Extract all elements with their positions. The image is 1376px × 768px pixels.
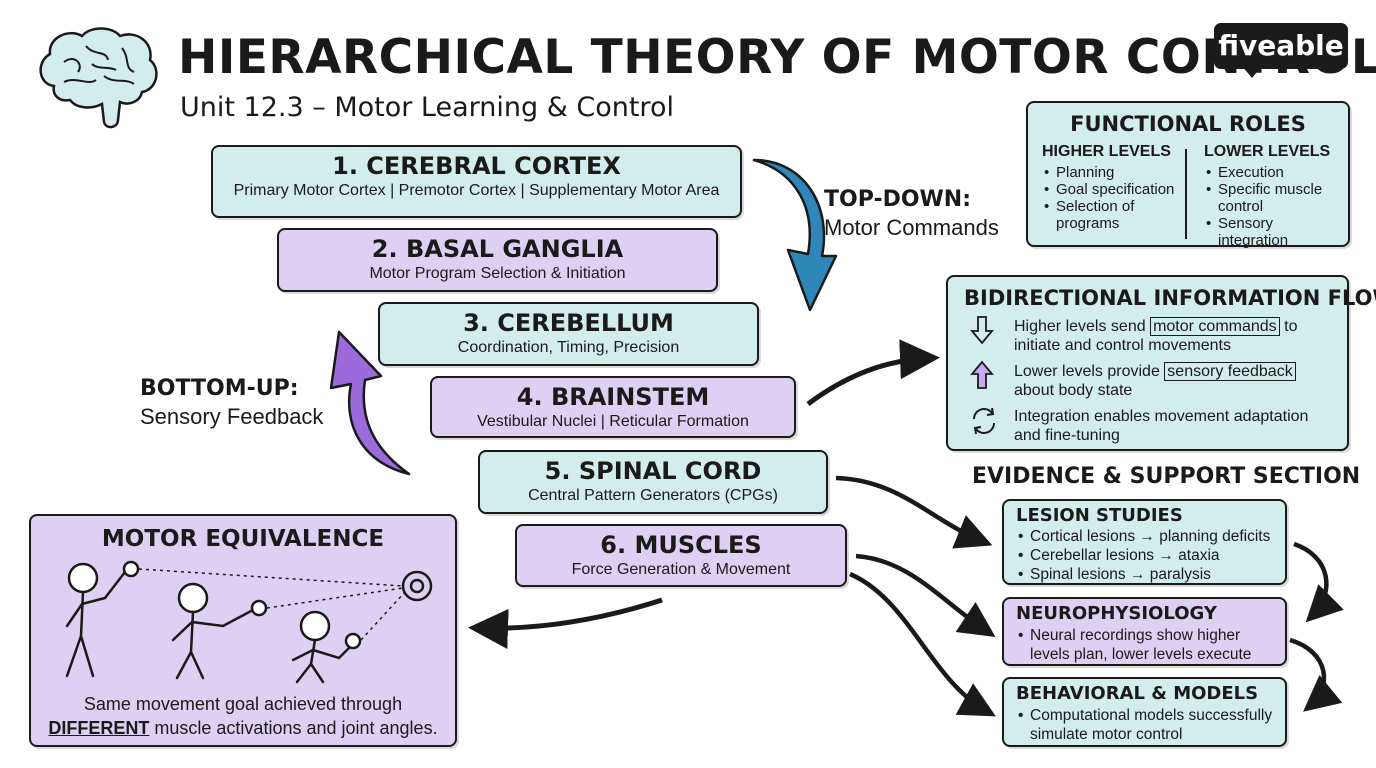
functional-roles-panel: FUNCTIONAL ROLES HIGHER LEVELS Planning … [1026, 101, 1350, 249]
level-brainstem: 4. BRAINSTEM Vestibular Nuclei | Reticul… [430, 376, 796, 438]
list-item: Computational models successfully simula… [1018, 706, 1292, 744]
level-title: 6. MUSCLES [600, 531, 762, 559]
level-title: 5. SPINAL CORD [544, 457, 762, 485]
higher-levels-title: HIGHER LEVELS [1042, 143, 1171, 160]
level-spinal-cord: 5. SPINAL CORD Central Pattern Generator… [478, 450, 828, 514]
level-title: 3. CEREBELLUM [463, 309, 674, 337]
caption-line: Same movement goal achieved through [83, 694, 403, 714]
list-item: Selection of programs [1044, 198, 1166, 232]
list-item: Execution [1206, 164, 1344, 181]
level-subtitle: Motor Program Selection & Initiation [369, 265, 626, 282]
evidence-title: EVIDENCE & SUPPORT SECTION [972, 464, 1361, 489]
page-subtitle: Unit 12.3 – Motor Learning & Control [180, 92, 674, 123]
up-arrow-icon [970, 360, 994, 389]
top-down-title: TOP-DOWN: [824, 187, 972, 212]
level-subtitle: Primary Motor Cortex | Premotor Cortex |… [233, 182, 720, 199]
logo-speech-tail [1242, 66, 1262, 78]
level-subtitle: Coordination, Timing, Precision [457, 339, 680, 356]
bottom-up-label: BOTTOM-UP: Sensory Feedback [140, 374, 323, 431]
evidence-box-lesion: LESION STUDIES Cortical lesions → planni… [1002, 499, 1287, 585]
list-item: Neural recordings show higher levels pla… [1018, 626, 1270, 664]
level-subtitle: Central Pattern Generators (CPGs) [528, 487, 778, 504]
bottom-up-title: BOTTOM-UP: [140, 376, 299, 401]
top-down-arrow-icon [752, 158, 838, 312]
list-item: Spinal lesions → paralysis [1018, 565, 1298, 584]
info-flow-title: BIDIRECTIONAL INFORMATION FLOW [964, 286, 1376, 310]
row-text: about body state [1014, 382, 1133, 399]
column-divider [1185, 149, 1187, 239]
highlight-term: motor commands [1150, 317, 1280, 336]
motor-equivalence-title: MOTOR EQUIVALENCE [101, 526, 385, 552]
list-item: Planning [1044, 164, 1182, 181]
stick-figures-illustration [65, 560, 433, 684]
info-flow-panel: BIDIRECTIONAL INFORMATION FLOW Higher le… [946, 275, 1376, 451]
evidence-box-title: NEUROPHYSIOLOGY [1016, 603, 1217, 624]
row-text: to initiate and control movements [1014, 318, 1298, 354]
highlight-term: sensory feedback [1164, 362, 1296, 381]
level-muscles: 6. MUSCLES Force Generation & Movement [515, 524, 847, 587]
bottom-up-arrow-icon [329, 330, 411, 476]
level-subtitle: Vestibular Nuclei | Reticular Formation [477, 413, 749, 430]
bottom-up-text: Sensory Feedback [140, 404, 324, 429]
level-cerebral-cortex: 1. CEREBRAL CORTEX Primary Motor Cortex … [211, 145, 742, 218]
caption-emphasis: DIFFERENT [48, 718, 150, 738]
row-text: Lower levels provide [1014, 363, 1165, 380]
evidence-box-title: BEHAVIORAL & MODELS [1016, 683, 1259, 704]
level-title: 1. CEREBRAL CORTEX [332, 152, 621, 180]
list-item: Cerebellar lesions → ataxia [1018, 546, 1298, 565]
level-basal-ganglia: 2. BASAL GANGLIA Motor Program Selection… [277, 228, 718, 292]
higher-levels-list: Planning Goal specification Selection of… [1042, 164, 1182, 232]
brain-icon [39, 27, 158, 129]
row-text: Higher levels send [1014, 318, 1151, 335]
caption-line: muscle activations and joint angles. [149, 718, 438, 738]
level-title: 4. BRAINSTEM [516, 383, 710, 411]
evidence-list: Neural recordings show higher levels pla… [1016, 626, 1270, 664]
list-item: Goal specification [1044, 181, 1182, 198]
functional-roles-title: FUNCTIONAL ROLES [1070, 112, 1306, 136]
info-flow-row: Integration enables movement adaptation … [1014, 407, 1324, 445]
lower-levels-list: Execution Specific muscle control Sensor… [1204, 164, 1344, 249]
list-item: Specific muscle control [1206, 181, 1328, 215]
evidence-list: Cortical lesions → planning deficits Cer… [1016, 527, 1298, 584]
down-arrow-icon [970, 316, 994, 345]
info-flow-row: Higher levels send motor commands to ini… [1014, 317, 1340, 355]
evidence-list: Computational models successfully simula… [1016, 706, 1292, 744]
list-item: Sensory integration [1206, 215, 1344, 249]
list-item: Cortical lesions → planning deficits [1018, 527, 1298, 546]
evidence-box-title: LESION STUDIES [1016, 505, 1183, 526]
top-down-text: Motor Commands [824, 215, 999, 240]
page-title: HIERARCHICAL THEORY OF MOTOR CONTROL [178, 30, 1376, 85]
motor-equivalence-caption: Same movement goal achieved through DIFF… [31, 692, 455, 740]
level-cerebellum: 3. CEREBELLUM Coordination, Timing, Prec… [378, 302, 759, 366]
fiveable-logo[interactable]: fiveable [1214, 23, 1348, 69]
level-subtitle: Force Generation & Movement [571, 561, 791, 578]
cycle-icon [973, 407, 995, 435]
level-title: 2. BASAL GANGLIA [371, 235, 624, 263]
top-down-label: TOP-DOWN: Motor Commands [824, 185, 999, 242]
lower-levels-title: LOWER LEVELS [1204, 143, 1331, 160]
row-text: Integration enables movement adaptation … [1014, 408, 1309, 444]
info-flow-row: Lower levels provide sensory feedback ab… [1014, 362, 1340, 400]
evidence-box-neurophysiology: NEUROPHYSIOLOGY Neural recordings show h… [1002, 597, 1287, 666]
evidence-box-behavioral: BEHAVIORAL & MODELS Computational models… [1002, 677, 1287, 747]
motor-equivalence-panel: MOTOR EQUIVALENCE Same movement goal ach… [29, 514, 457, 747]
